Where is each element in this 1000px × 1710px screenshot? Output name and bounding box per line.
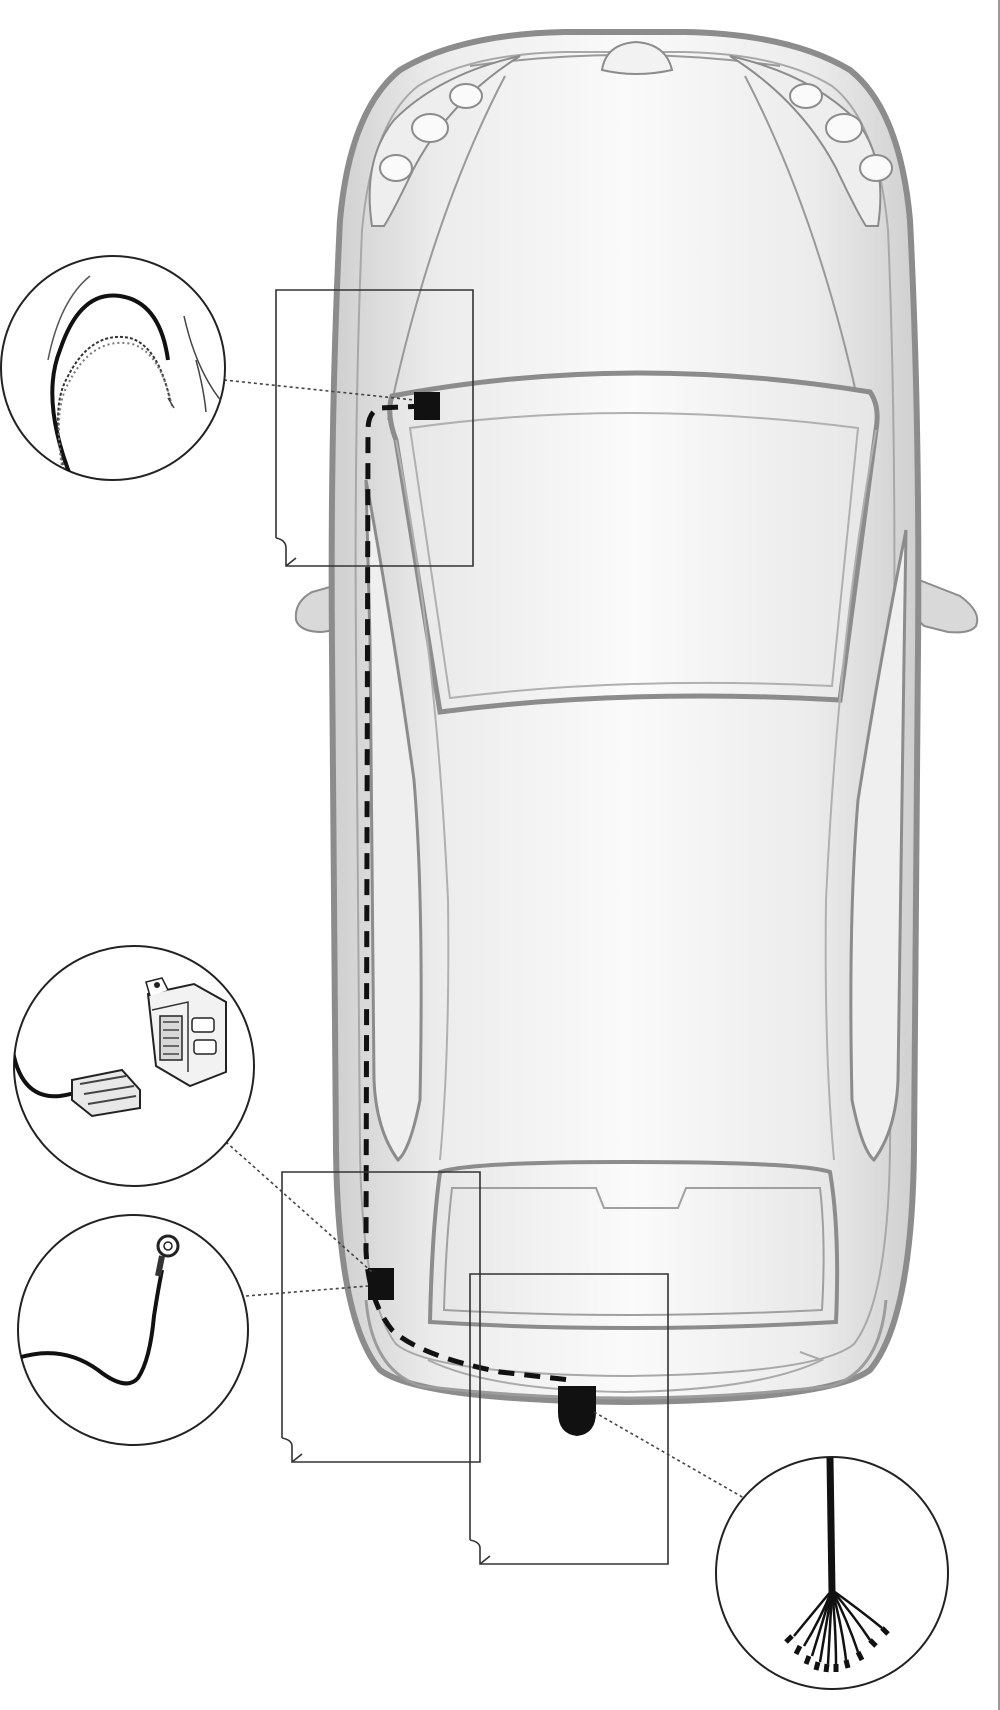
leader-line-module [225, 1141, 373, 1273]
windshield [387, 370, 880, 715]
frame-rear-right [469, 1273, 669, 1565]
frame-rear-left [281, 1171, 481, 1463]
module-connector-detail [13, 945, 255, 1187]
front-badge [600, 40, 674, 75]
rear-window-inner [442, 1187, 825, 1316]
module-connector-icon [14, 977, 227, 1118]
leader-line-wires [223, 379, 415, 401]
twisted-wires-icon [47, 275, 223, 480]
harness-cable [363, 403, 571, 1383]
left-roof-rail [395, 439, 450, 1161]
wire-bundle-detail [715, 1456, 949, 1690]
wires-detail [0, 255, 226, 481]
left-headlight [368, 55, 521, 227]
right-side-window [849, 529, 908, 1163]
frame-front [275, 289, 474, 567]
rear-bumper-lower [427, 1351, 825, 1394]
right-mirror [908, 576, 979, 634]
windshield-inner [408, 412, 860, 700]
wire-bundle-icon [784, 1457, 890, 1673]
right-headlight [729, 55, 893, 227]
harness-route [363, 403, 571, 1383]
body-shoulder-line [354, 51, 896, 1378]
rear-window [427, 1159, 840, 1330]
car-body [328, 29, 922, 1406]
leader-line-bundle [593, 1411, 745, 1499]
left-side-window [364, 479, 423, 1163]
hood-line-right [744, 75, 863, 421]
page-edge-rule [998, 0, 1000, 1710]
ground-terminal-detail [17, 1214, 249, 1446]
rear-bumper [364, 1299, 888, 1400]
ring-terminal-icon [18, 1234, 180, 1386]
tow-socket [558, 1386, 596, 1436]
right-roof-rail [824, 429, 877, 1161]
hood-line-left [387, 75, 506, 421]
front-connector [414, 392, 440, 420]
car-top-view [294, 29, 979, 1406]
rear-module [368, 1268, 394, 1300]
leader-line-ground [245, 1285, 369, 1297]
